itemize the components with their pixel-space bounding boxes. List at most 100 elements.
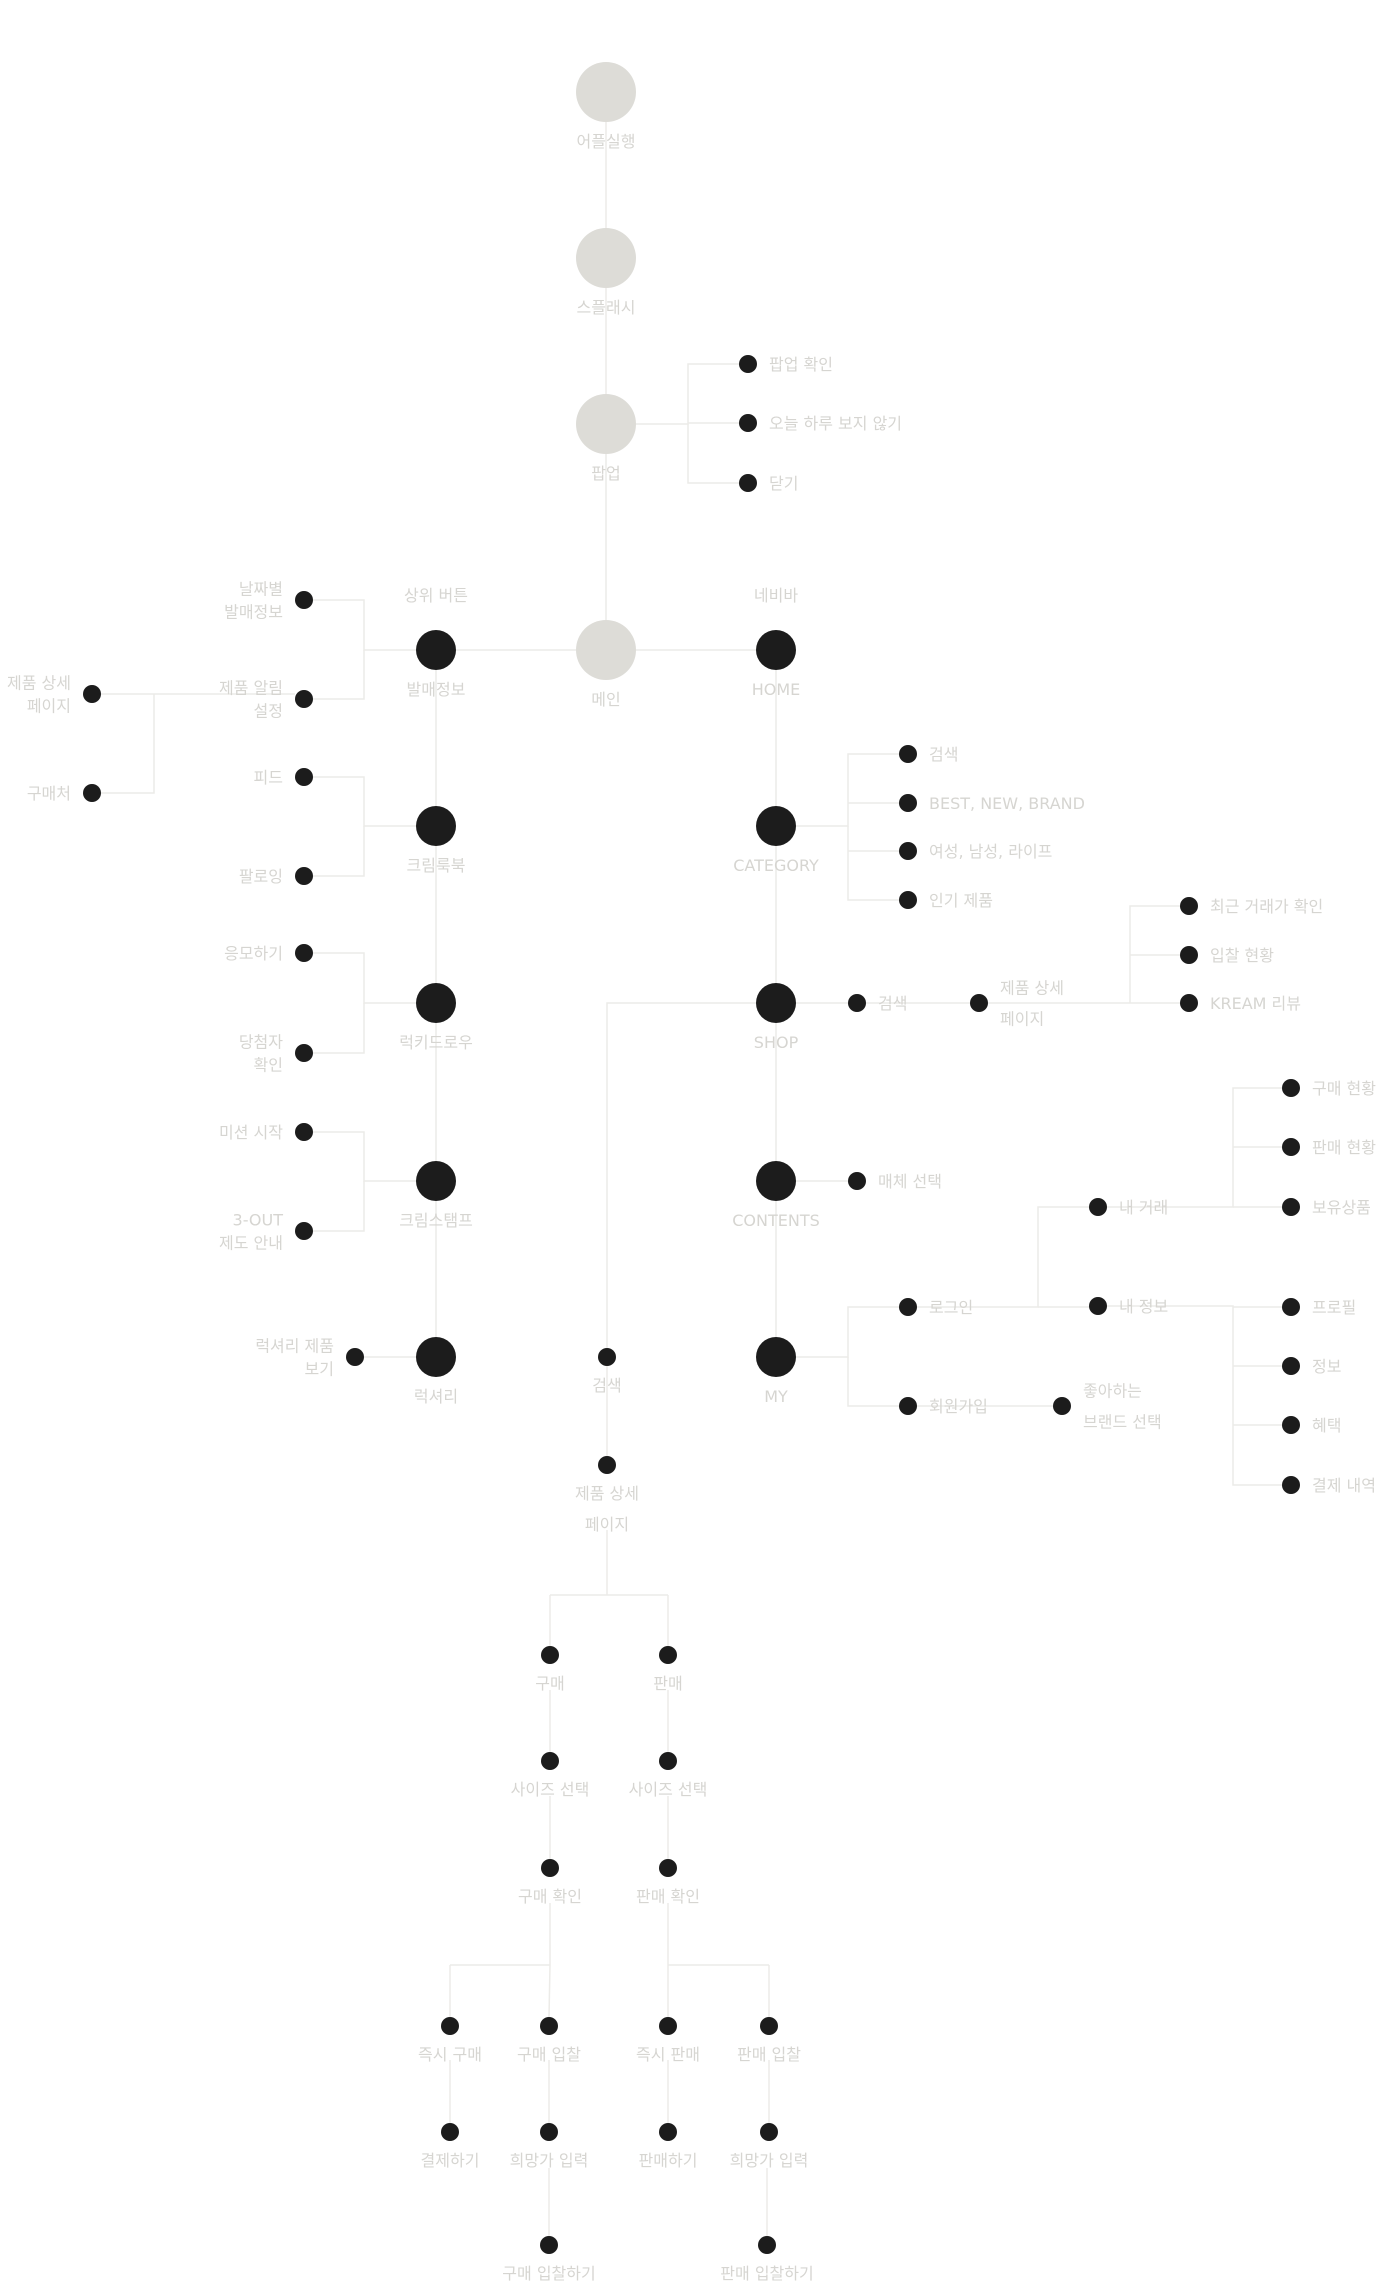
- leaf-node-circle: [295, 768, 313, 786]
- node-label: 결제 내역: [1312, 1476, 1376, 1495]
- connector-line: [313, 599, 416, 651]
- node-label: 검색: [878, 994, 907, 1013]
- node-popup-confirm: 팝업 확인: [739, 355, 833, 374]
- node-shop: SHOP: [754, 983, 799, 1052]
- node-payment-history: 결제 내역: [1282, 1476, 1376, 1495]
- node-cat-search: 검색: [899, 745, 958, 764]
- leaf-node-circle: [899, 1298, 917, 1316]
- leaf-node-circle: [848, 1172, 866, 1190]
- node-profile: 프로필: [1282, 1298, 1356, 1317]
- node-popup: 팝업: [576, 394, 636, 483]
- leaf-node-circle: [1053, 1397, 1071, 1415]
- node-kream-review: KREAM 리뷰: [1180, 994, 1301, 1013]
- node-label: 메인: [591, 690, 620, 709]
- leaf-node-circle: [1282, 1476, 1300, 1494]
- leaf-node-circle: [659, 1646, 677, 1664]
- node-buy-size: 사이즈 선택: [511, 1752, 590, 1799]
- leaf-node-circle: [760, 2123, 778, 2141]
- node-store: 구매처: [27, 784, 101, 803]
- node-buy-wish-price: 희망가 입력: [510, 2123, 589, 2170]
- connector-line: [606, 1002, 756, 1348]
- node-label: 보기: [305, 1360, 334, 1379]
- node-label: 닫기: [769, 474, 798, 493]
- node-label: 판매 확인: [636, 1887, 700, 1906]
- node-label: 페이지: [585, 1515, 629, 1534]
- node-main: 메인: [576, 620, 636, 709]
- connector-line: [796, 1306, 899, 1358]
- node-lucky-draw: 럭키드로우: [399, 983, 473, 1052]
- leaf-node-circle: [659, 1859, 677, 1877]
- leaf-node-circle: [541, 1752, 559, 1770]
- node-buy-bid: 구매 입찰: [517, 2017, 581, 2064]
- node-mission-start: 미션 시작: [219, 1123, 313, 1142]
- leaf-node-circle: [1089, 1297, 1107, 1315]
- connector-line: [101, 694, 155, 794]
- node-do-buy-bid: 구매 입찰하기: [502, 2236, 596, 2283]
- node-do-sell: 판매하기: [639, 2123, 697, 2170]
- connector-line: [548, 1964, 551, 2018]
- leaf-node-circle: [1282, 1298, 1300, 1316]
- leaf-node-circle: [848, 994, 866, 1012]
- leaf-node-circle: [739, 355, 757, 373]
- node-label: 여성, 남성, 라이프: [929, 842, 1052, 861]
- connector-line: [313, 952, 416, 1004]
- node-login: 로그인: [899, 1298, 973, 1317]
- node-app-launch: 어플실행: [576, 62, 636, 151]
- leaf-node-circle: [1180, 897, 1198, 915]
- leaf-node-circle: [83, 784, 101, 802]
- node-label: 발매정보: [224, 603, 283, 622]
- node-label: 피드: [254, 768, 283, 787]
- leaf-node-circle: [598, 1456, 616, 1474]
- node-label: 매체 선택: [878, 1172, 942, 1191]
- node-label: 크림룩북: [407, 856, 466, 875]
- node-label: 당첨자: [239, 1033, 283, 1052]
- leaf-node-circle: [540, 2123, 558, 2141]
- node-label: 미션 시작: [219, 1123, 283, 1142]
- node-label: 설정: [254, 702, 283, 721]
- leaf-node-circle: [1180, 946, 1198, 964]
- connector-line: [313, 1181, 365, 1232]
- leaf-node-circle: [346, 1348, 364, 1366]
- node-label: 희망가 입력: [730, 2151, 809, 2170]
- node-popup-hide-today: 오늘 하루 보지 않기: [739, 414, 902, 433]
- node-label: 제품 상세: [7, 674, 71, 693]
- hub-node-circle: [416, 806, 456, 846]
- node-luxury: 럭셔리: [414, 1337, 458, 1406]
- node-label: 페이지: [1000, 1010, 1044, 1029]
- node-sell: 판매: [653, 1646, 683, 1693]
- hub-node-circle: [416, 1337, 456, 1377]
- hub-node-circle: [756, 630, 796, 670]
- leaf-node-circle: [899, 891, 917, 909]
- node-buy: 구매: [535, 1646, 565, 1693]
- connector-line: [847, 826, 899, 901]
- leaf-node-circle: [899, 745, 917, 763]
- node-label: 판매 입찰하기: [720, 2264, 813, 2283]
- leaf-node-circle: [1282, 1198, 1300, 1216]
- node-sell-size: 사이즈 선택: [629, 1752, 707, 1799]
- node-label: 판매: [653, 1674, 682, 1693]
- leaf-node-circle: [83, 685, 101, 703]
- node-label: 제품 알림: [219, 679, 283, 698]
- node-label: 희망가 입력: [510, 2151, 589, 2170]
- node-label: 내 거래: [1119, 1198, 1168, 1217]
- node-cream-look: 크림룩북: [407, 806, 466, 875]
- primary-node-circle: [576, 62, 636, 122]
- node-label: 사이즈 선택: [511, 1780, 590, 1799]
- node-label: 팝업: [591, 464, 620, 483]
- node-label: 보유상품: [1312, 1198, 1371, 1217]
- node-label: 페이지: [27, 697, 71, 716]
- connector-line: [313, 776, 416, 827]
- node-splash: 스플래시: [576, 228, 636, 317]
- node-label: BEST, NEW, BRAND: [929, 794, 1085, 813]
- leaf-node-circle: [659, 1752, 677, 1770]
- node-label: 검색: [592, 1376, 621, 1395]
- leaf-node-circle: [295, 1044, 313, 1062]
- leaf-node-circle: [540, 2017, 558, 2035]
- node-media-select: 매체 선택: [848, 1172, 942, 1191]
- leaf-node-circle: [295, 944, 313, 962]
- node-feed: 피드: [254, 768, 313, 787]
